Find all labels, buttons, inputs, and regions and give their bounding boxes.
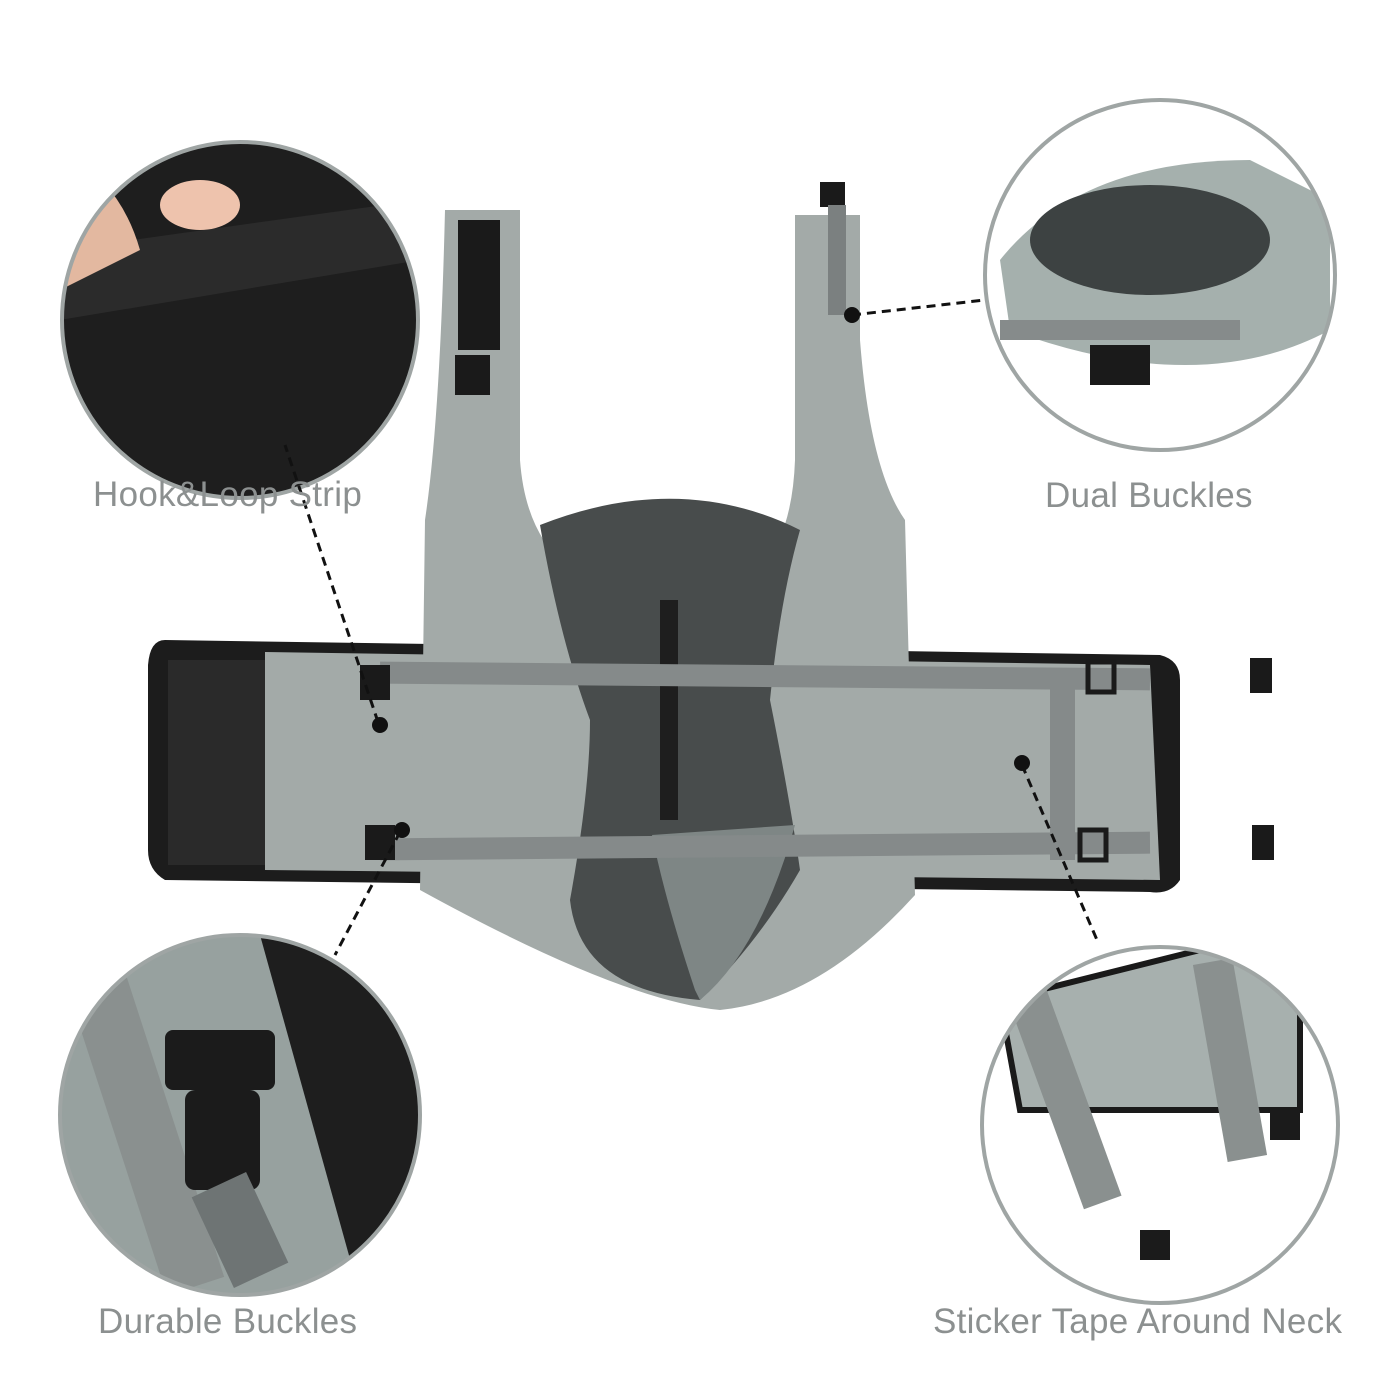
label-sticker-tape: Sticker Tape Around Neck [933,1302,1343,1341]
detail-dual-buckles-photo [985,100,1335,450]
detail-circle-sticker-tape [980,945,1340,1305]
detail-sticker-tape-photo [982,947,1338,1303]
detail-durable-buckles-photo [60,935,420,1295]
detail-circle-hook-loop [60,140,420,500]
label-dual-buckles: Dual Buckles [1045,476,1253,515]
detail-circle-durable-buckles [58,933,422,1297]
leader-lines [283,298,1099,956]
label-hook-loop-strip: Hook&Loop Strip [93,475,363,514]
detail-circle-dual-buckles [983,98,1337,452]
label-durable-buckles: Durable Buckles [98,1302,358,1341]
leader-dots [372,307,1030,838]
